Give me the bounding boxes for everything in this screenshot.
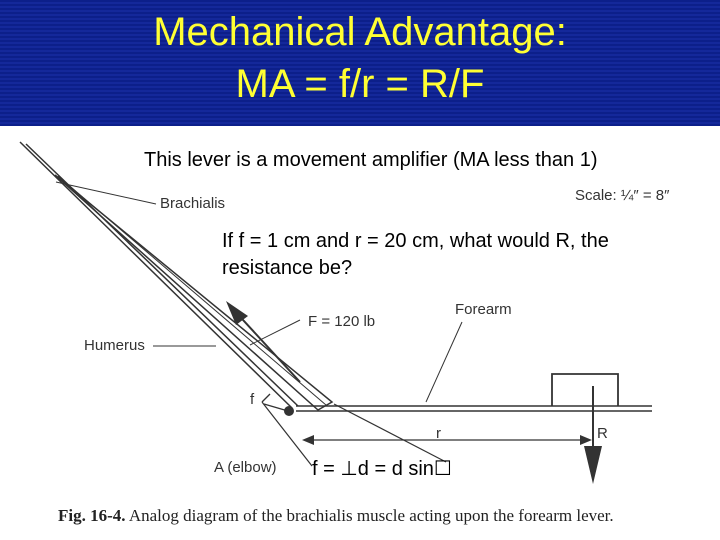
pointer-to-angle — [333, 403, 447, 463]
force-arrow-head — [226, 301, 248, 325]
forearm-label: Forearm — [455, 301, 512, 318]
caption-text: Analog diagram of the brachialis muscle … — [128, 506, 614, 525]
formula-note: f = ⊥d = d sin☐ — [312, 458, 452, 480]
r-label: r — [436, 425, 441, 442]
r-arrow-right — [580, 435, 592, 445]
pointer-to-f — [261, 401, 313, 467]
scale-label: Scale: ¼″ = 8″ — [575, 187, 670, 204]
f-tick-marker — [261, 393, 271, 403]
slide-title-line-1: Mechanical Advantage: — [153, 10, 567, 54]
humerus-line-outer — [19, 141, 293, 409]
question-note: If f = 1 cm and r = 20 cm, what would R,… — [222, 230, 609, 279]
force-leader — [249, 319, 301, 346]
resistance-arrow-head — [584, 446, 602, 484]
brachialis-center-line — [57, 175, 327, 406]
brachialis-leader — [55, 181, 157, 205]
f-distance-line — [263, 403, 289, 412]
title-banner: Mechanical Advantage: MA = f/r = R/F — [0, 0, 720, 126]
amplifier-note: This lever is a movement amplifier (MA l… — [144, 149, 598, 171]
f-label: f — [250, 391, 255, 408]
forearm-leader — [425, 321, 463, 403]
humerus-label: Humerus — [84, 337, 145, 354]
force-label: F = 120 lb — [308, 313, 375, 330]
slide-title-line-2: MA = f/r = R/F — [235, 62, 485, 106]
r-arrow-left — [302, 435, 314, 445]
caption-prefix: Fig. 16-4. — [58, 506, 126, 525]
elbow-label: A (elbow) — [214, 459, 277, 476]
weight-box — [551, 373, 619, 406]
force-arrow-shaft — [231, 307, 301, 383]
resistance-label: R — [597, 425, 608, 442]
elbow-pivot — [284, 406, 294, 416]
brachialis-label: Brachialis — [160, 195, 225, 212]
lever-diagram: Brachialis Scale: ¼″ = 8″ Humerus F = 12… — [19, 141, 670, 484]
figure-caption: Fig. 16-4. Analog diagram of the brachia… — [58, 506, 614, 526]
